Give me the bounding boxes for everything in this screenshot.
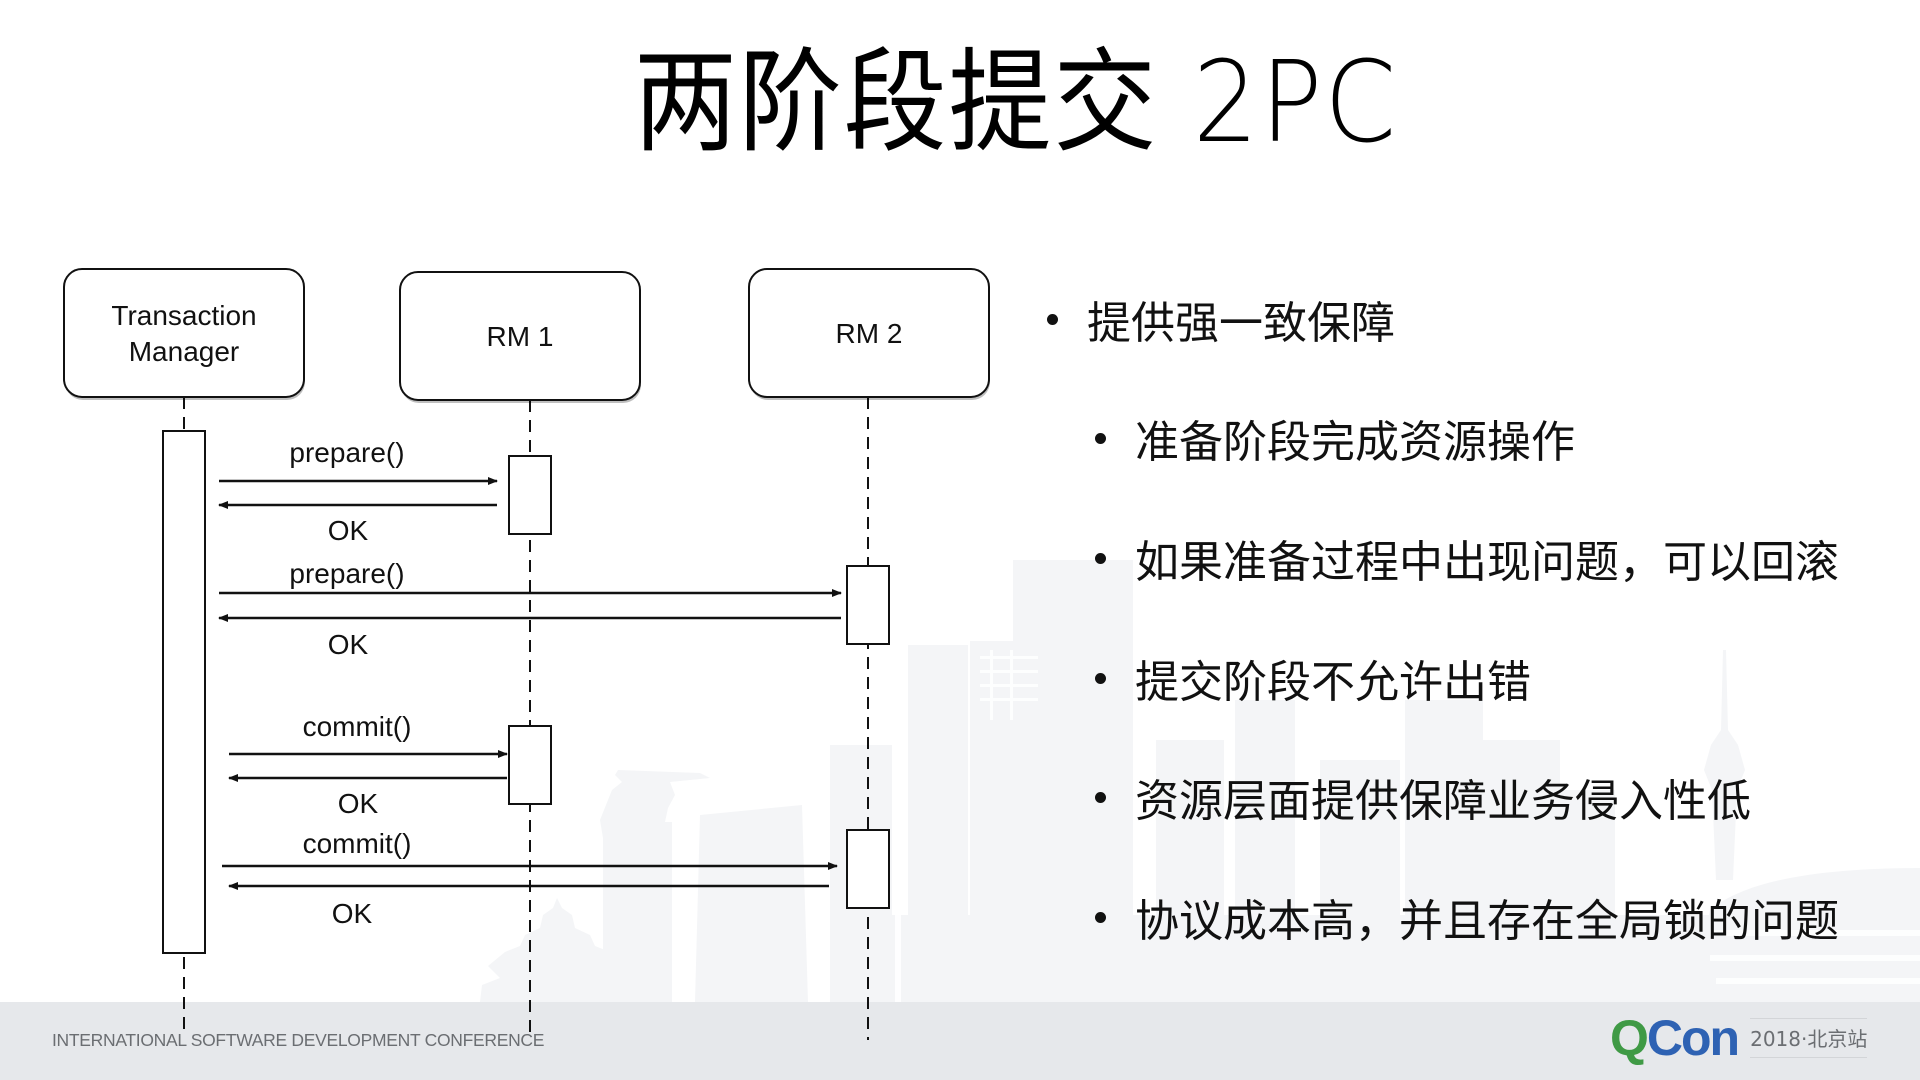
message-label: commit() — [303, 828, 412, 859]
bullet-text: 提供强一致保障 — [1087, 298, 1395, 349]
slanted-building — [695, 805, 808, 1002]
activation-bar-rm1 — [508, 725, 552, 805]
bullet-text: 协议成本高，并且存在全局锁的问题 — [1135, 896, 1839, 947]
bullet-text: 资源层面提供保障业务侵入性低 — [1135, 776, 1751, 827]
actor-label-tm: Transaction — [111, 300, 256, 331]
bullet-item-level-2: 准备阶段完成资源操作 — [1095, 408, 1575, 468]
activation-bar-rm2 — [846, 565, 890, 645]
bullet-item-level-2: 如果准备过程中出现问题，可以回滚 — [1095, 528, 1839, 588]
bullet-text: 提交阶段不允许出错 — [1135, 657, 1531, 708]
actor-box-tm — [63, 268, 305, 398]
logo-subtitle: 2018·北京站 — [1750, 1018, 1868, 1058]
bullet-dot-icon — [1095, 791, 1106, 803]
conference-name: INTERNATIONAL SOFTWARE DEVELOPMENT CONFE… — [52, 1030, 545, 1050]
message-label: commit() — [303, 711, 412, 742]
logo-con: Con — [1646, 1010, 1740, 1066]
message-label: OK — [338, 788, 379, 819]
bullet-text: 如果准备过程中出现问题，可以回滚 — [1135, 537, 1839, 588]
bullet-dot-icon — [1095, 672, 1106, 684]
temple-silhouette — [480, 898, 634, 1002]
tower-silhouette — [1704, 650, 1745, 880]
bullet-dot-icon — [1095, 911, 1106, 923]
message-label: OK — [332, 898, 373, 929]
logo-q: Q — [1610, 1010, 1649, 1066]
activation-bar-rm2 — [846, 829, 890, 909]
message-label: prepare() — [289, 558, 404, 589]
bullet-dot-icon — [1047, 313, 1058, 325]
bullet-item-level-2: 资源层面提供保障业务侵入性低 — [1095, 767, 1751, 827]
message-label: prepare() — [289, 437, 404, 468]
actor-label-rm1: RM 1 — [487, 321, 554, 352]
activation-bar-rm1 — [508, 455, 552, 535]
message-label: OK — [328, 629, 369, 660]
bullet-item-level-2: 协议成本高，并且存在全局锁的问题 — [1095, 887, 1839, 947]
bullet-text: 准备阶段完成资源操作 — [1135, 417, 1575, 468]
bullet-item-level-2: 提交阶段不允许出错 — [1095, 648, 1531, 708]
actor-label-tm: Manager — [129, 336, 240, 367]
actor-box-rm2 — [748, 268, 990, 398]
actor-box-rm1 — [399, 271, 641, 401]
footer-band — [0, 1002, 1920, 1080]
bullet-dot-icon — [1095, 552, 1106, 564]
bullet-dot-icon — [1095, 432, 1106, 444]
actor-label-rm2: RM 2 — [836, 318, 903, 349]
activation-bar-tm — [162, 430, 206, 954]
bullet-item-level-1: 提供强一致保障 — [1047, 289, 1395, 349]
message-label: OK — [328, 515, 369, 546]
slide-title: 两阶段提交 2PC — [633, 38, 1399, 168]
